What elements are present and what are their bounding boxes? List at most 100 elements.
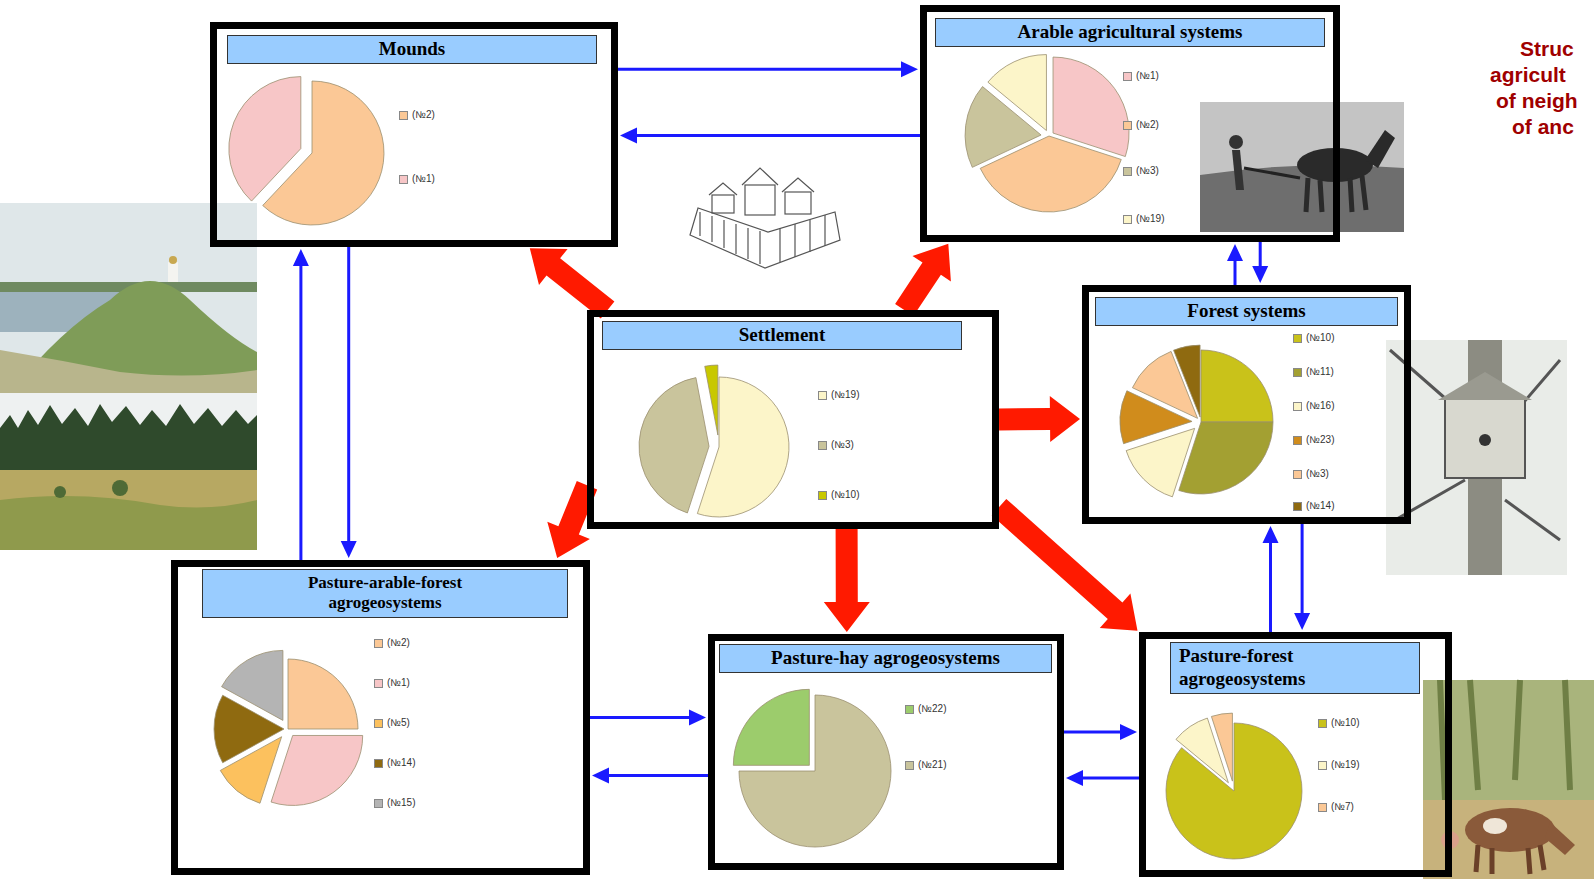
header-text: Pasture-arable-forest agrogeosystems	[308, 573, 462, 612]
ploughman-head	[1229, 135, 1243, 149]
pie-slice	[271, 735, 363, 805]
tower-roof	[742, 168, 778, 185]
link-arrow-shape	[618, 61, 918, 77]
legend-swatch	[1123, 215, 1132, 224]
legend-text: (№5)	[387, 717, 410, 728]
legend-swatch	[818, 391, 827, 400]
pie-slice	[1211, 713, 1232, 781]
hive	[1445, 398, 1525, 478]
trees	[0, 404, 257, 470]
header-text: Settlement	[739, 324, 826, 345]
house	[712, 195, 734, 213]
legend-swatch	[818, 491, 827, 500]
legend-item: (№2)	[1123, 119, 1159, 131]
legend-text: (№2)	[1136, 119, 1159, 130]
house-roof	[782, 178, 814, 192]
title-fragment: of anc	[1512, 114, 1574, 140]
legend-item: (№11)	[1293, 366, 1334, 378]
flow-arrow-shape	[530, 248, 615, 318]
plough-photo	[1200, 102, 1404, 232]
legend-item: (№7)	[1318, 801, 1354, 813]
bush	[112, 480, 128, 496]
legend-item: (№10)	[1318, 717, 1360, 729]
legend-swatch	[905, 705, 914, 714]
beehive-photo	[1386, 340, 1567, 575]
link-arrow-shape	[1294, 524, 1310, 630]
legend-item: (№3)	[818, 439, 854, 451]
link-arrow-shape	[293, 249, 309, 560]
legend-text: (№11)	[1306, 366, 1334, 377]
plough	[1244, 168, 1300, 178]
pie-slice	[988, 55, 1047, 131]
legend-swatch	[1293, 502, 1302, 511]
church-dome	[169, 256, 177, 264]
header-bar: Pasture-arable-forest agrogeosystems	[202, 569, 568, 618]
link-arrow	[1294, 524, 1310, 630]
legend-text: (№10)	[1306, 332, 1335, 343]
flow-arrow	[530, 248, 615, 318]
legend-swatch	[1293, 436, 1302, 445]
flow-arrow	[999, 396, 1080, 442]
legend-text: (№2)	[387, 637, 410, 648]
pie-slice	[229, 77, 301, 201]
legend-item: (№23)	[1293, 434, 1335, 446]
mound-photo	[0, 203, 257, 393]
legend-item: (№10)	[1293, 332, 1335, 344]
cow-head	[1545, 822, 1575, 855]
legend-text: (№3)	[1306, 468, 1329, 479]
bush	[54, 486, 66, 498]
legend-text: (№7)	[1331, 801, 1354, 812]
pie-slice	[222, 650, 283, 720]
header-bar: Settlement	[602, 321, 962, 350]
meadow-shade	[0, 496, 257, 550]
legend-text: (№16)	[1306, 400, 1335, 411]
link-arrow	[1064, 724, 1137, 740]
legend-item: (№19)	[1318, 759, 1360, 771]
link-arrow-shape	[1064, 724, 1137, 740]
header-bar: Arable agricultural systems	[935, 18, 1325, 47]
legend-item: (№22)	[905, 703, 947, 715]
legend-swatch	[1318, 719, 1327, 728]
legend-swatch	[374, 759, 383, 768]
pie-slice	[733, 689, 809, 765]
legend-swatch	[818, 441, 827, 450]
link-arrow-shape	[341, 247, 357, 558]
link-arrow-shape	[1263, 526, 1279, 632]
link-arrow	[620, 127, 920, 143]
link-arrow-shape	[590, 710, 706, 726]
link-arrow	[1066, 770, 1139, 786]
sky	[0, 203, 257, 393]
hive-hole	[1479, 434, 1491, 446]
legend-item: (№1)	[399, 173, 435, 185]
pie-slice	[705, 365, 718, 435]
legend-item: (№10)	[818, 489, 860, 501]
legend-item: (№21)	[905, 759, 947, 771]
link-arrow-shape	[1066, 770, 1139, 786]
legend-swatch	[1293, 334, 1302, 343]
link-arrow-shape	[1227, 244, 1243, 285]
legend-swatch	[374, 719, 383, 728]
legend-text: (№23)	[1306, 434, 1335, 445]
title-fragment: Struc	[1520, 36, 1574, 62]
trees	[1440, 680, 1570, 800]
legend-text: (№14)	[1306, 500, 1335, 511]
flow-arrow-shape	[999, 396, 1080, 442]
link-arrow	[590, 710, 706, 726]
palisade	[700, 212, 825, 264]
cow-legs	[1476, 845, 1544, 874]
legend-text: (№19)	[1331, 759, 1360, 770]
flow-arrow	[824, 529, 870, 632]
fortress-sketch	[690, 168, 840, 268]
legend-text: (№10)	[831, 489, 860, 500]
church	[168, 262, 178, 282]
legend-text: (№19)	[1136, 213, 1165, 224]
legend-swatch	[1318, 803, 1327, 812]
header-text: Forest systems	[1187, 300, 1305, 321]
link-arrow	[1227, 244, 1243, 285]
legend-text: (№2)	[412, 109, 435, 120]
legend-item: (№2)	[399, 109, 435, 121]
legend-item: (№16)	[1293, 400, 1335, 412]
legend-text: (№21)	[918, 759, 947, 770]
legend-swatch	[1318, 761, 1327, 770]
legend-text: (№15)	[387, 797, 416, 808]
